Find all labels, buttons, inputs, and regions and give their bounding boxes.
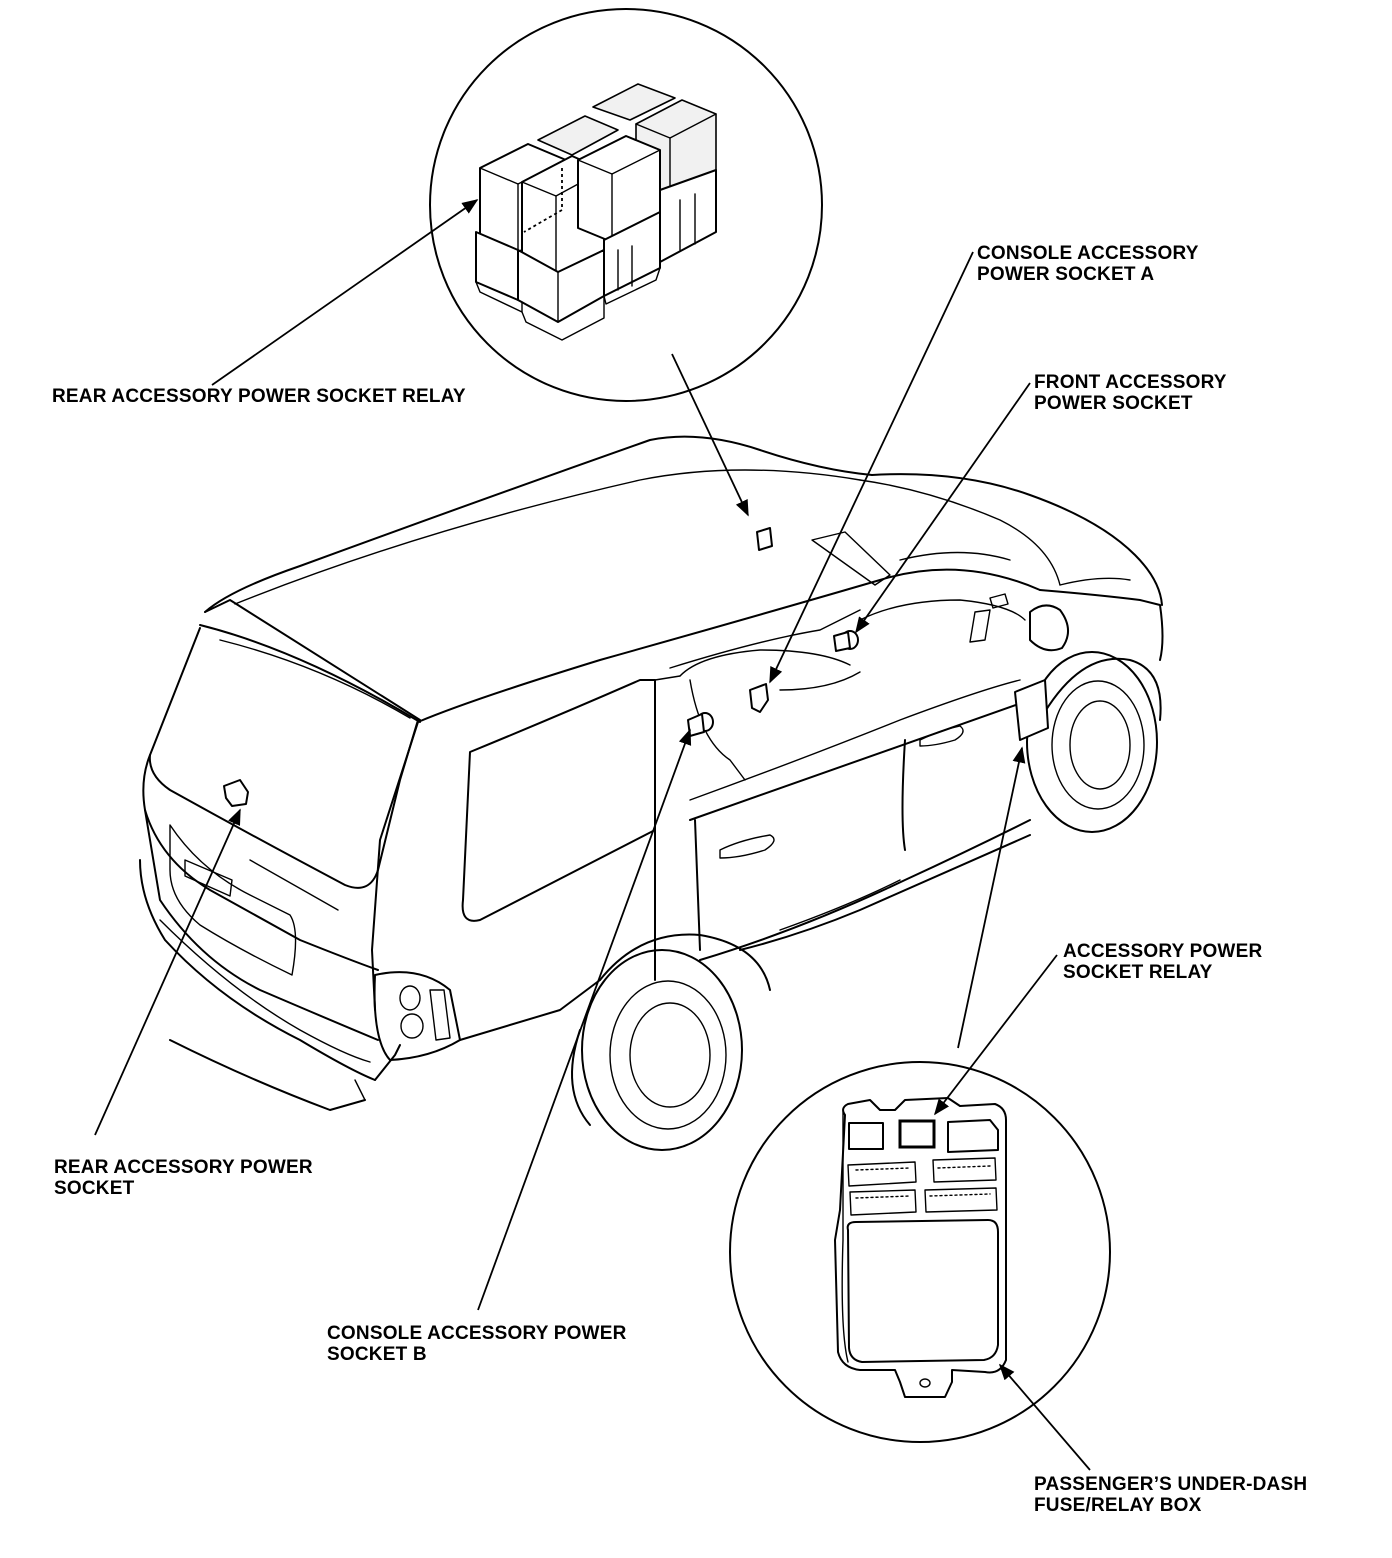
label-line: POWER SOCKET A: [977, 264, 1155, 285]
label-line: SOCKET B: [327, 1344, 427, 1365]
fuse-box-detail-circle: [729, 1061, 1111, 1443]
relay-detail-circle: [429, 8, 823, 402]
label-accessory-power-socket-relay: ACCESSORY POWER SOCKET RELAY: [1063, 941, 1262, 983]
label-line: SOCKET RELAY: [1063, 962, 1213, 983]
label-rear-accessory-power-socket-relay: REAR ACCESSORY POWER SOCKET RELAY: [52, 386, 466, 407]
label-line: REAR ACCESSORY POWER: [54, 1157, 313, 1178]
label-front-accessory-power-socket: FRONT ACCESSORY POWER SOCKET: [1034, 372, 1227, 414]
label-rear-accessory-power-socket: REAR ACCESSORY POWER SOCKET: [54, 1157, 313, 1199]
leader-lines: [94, 199, 1091, 1471]
label-line: ACCESSORY POWER: [1063, 941, 1263, 962]
label-line: POWER SOCKET: [1034, 393, 1193, 414]
label-console-accessory-power-socket-a: CONSOLE ACCESSORY POWER SOCKET A: [977, 243, 1199, 285]
label-line: CONSOLE ACCESSORY POWER: [327, 1323, 627, 1344]
label-line: FUSE/RELAY BOX: [1034, 1495, 1202, 1516]
label-console-accessory-power-socket-b: CONSOLE ACCESSORY POWER SOCKET B: [327, 1323, 627, 1365]
label-line: PASSENGER’S UNDER-DASH: [1034, 1474, 1308, 1495]
label-line: REAR ACCESSORY POWER SOCKET RELAY: [52, 386, 466, 407]
label-line: SOCKET: [54, 1178, 135, 1199]
label-line: FRONT ACCESSORY: [1034, 372, 1227, 393]
label-passengers-under-dash-fuse-relay-box: PASSENGER’S UNDER-DASH FUSE/RELAY BOX: [1034, 1474, 1307, 1516]
label-line: CONSOLE ACCESSORY: [977, 243, 1199, 264]
vehicle-illustration: [139, 435, 1164, 1151]
